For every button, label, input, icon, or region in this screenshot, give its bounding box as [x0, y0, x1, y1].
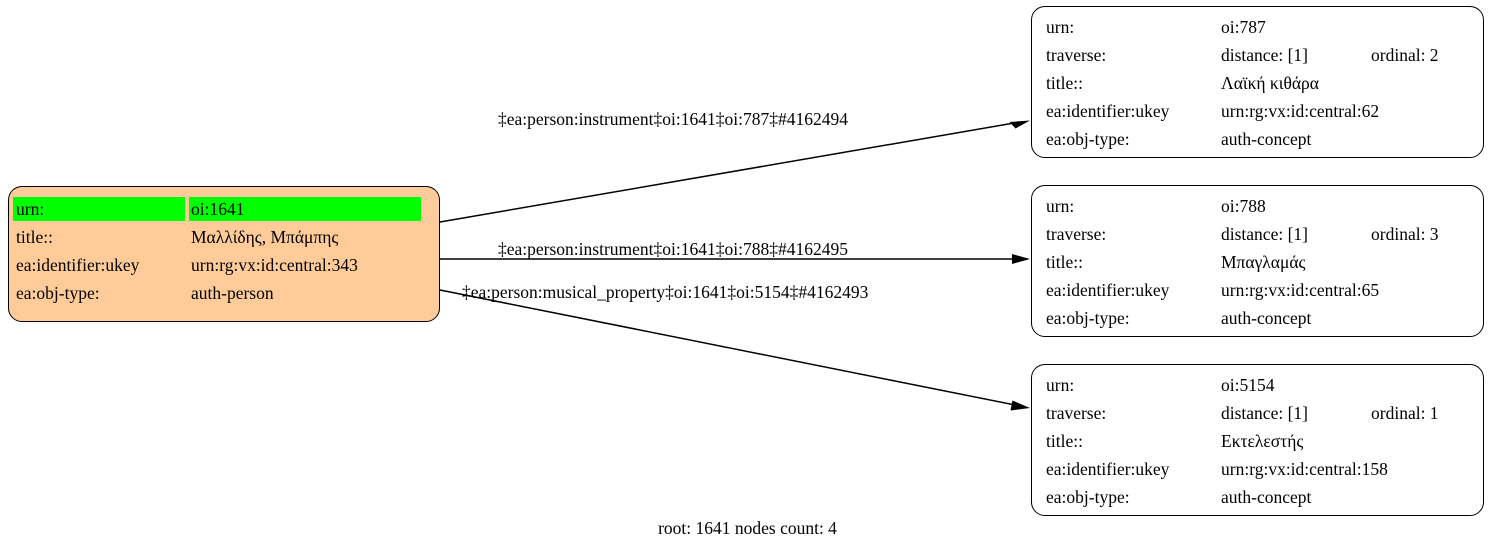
row-value: urn:rg:vx:id:central:343 — [191, 255, 358, 275]
row-value: distance: [1] — [1221, 45, 1308, 65]
row-key: urn: — [16, 199, 45, 219]
table-row: traverse: distance: [1] ordinal: 3 — [1032, 220, 1483, 248]
edge-to-oi-787[interactable] — [439, 120, 1030, 223]
highlight-value-cell — [189, 197, 421, 221]
row-key: ea:identifier:ukey — [1046, 101, 1170, 121]
node-oi-787-rows: urn: oi:787 traverse: distance: [1] ordi… — [1032, 7, 1483, 157]
row-key: title:: — [1046, 73, 1083, 93]
table-row: title:: Μαλλίδης, Μπάμπης — [9, 223, 439, 251]
row-value: auth-concept — [1221, 129, 1312, 149]
row-value: distance: [1] — [1221, 403, 1308, 423]
row-key: ea:obj-type: — [16, 283, 100, 303]
row-extra: ordinal: 3 — [1371, 224, 1439, 244]
table-row: traverse: distance: [1] ordinal: 1 — [1032, 399, 1483, 427]
table-row: urn: oi:788 — [1032, 192, 1483, 220]
row-value: auth-concept — [1221, 487, 1312, 507]
row-value: oi:5154 — [1221, 375, 1275, 395]
row-value: oi:787 — [1221, 17, 1266, 37]
row-key: urn: — [1046, 196, 1075, 216]
row-key: ea:obj-type: — [1046, 129, 1130, 149]
node-root-rows: urn: oi:1641 title:: Μαλλίδης, Μπάμπης e… — [9, 187, 439, 321]
row-value: urn:rg:vx:id:central:65 — [1221, 280, 1380, 300]
row-key: ea:identifier:ukey — [16, 255, 140, 275]
node-oi-787[interactable]: urn: oi:787 traverse: distance: [1] ordi… — [1031, 6, 1484, 158]
graph-footer-caption: root: 1641 nodes count: 4 — [658, 518, 837, 538]
row-key: traverse: — [1046, 45, 1107, 65]
table-row: ea:identifier:ukey urn:rg:vx:id:central:… — [1032, 276, 1483, 304]
edge-to-oi-5154[interactable] — [439, 289, 1030, 411]
table-row: urn: oi:5154 — [1032, 371, 1483, 399]
row-key: traverse: — [1046, 224, 1107, 244]
row-value: Μπαγλαμάς — [1221, 252, 1306, 272]
node-oi-5154-rows: urn: oi:5154 traverse: distance: [1] ord… — [1032, 365, 1483, 515]
row-key: ea:identifier:ukey — [1046, 280, 1170, 300]
table-row: ea:identifier:ukey urn:rg:vx:id:central:… — [1032, 455, 1483, 483]
row-value: urn:rg:vx:id:central:158 — [1221, 459, 1388, 479]
row-key: ea:obj-type: — [1046, 308, 1130, 328]
row-key: ea:identifier:ukey — [1046, 459, 1170, 479]
row-key: title:: — [16, 227, 53, 247]
row-value: auth-person — [191, 283, 274, 303]
row-extra: ordinal: 2 — [1371, 45, 1439, 65]
table-row: title:: Εκτελεστής — [1032, 427, 1483, 455]
table-row: ea:obj-type: auth-concept — [1032, 483, 1483, 511]
row-value: distance: [1] — [1221, 224, 1308, 244]
table-row: urn: oi:1641 — [9, 195, 439, 223]
node-oi-788[interactable]: urn: oi:788 traverse: distance: [1] ordi… — [1031, 185, 1484, 337]
table-row: ea:obj-type: auth-concept — [1032, 304, 1483, 332]
row-value: Μαλλίδης, Μπάμπης — [191, 227, 339, 247]
table-row: title:: Μπαγλαμάς — [1032, 248, 1483, 276]
row-key: traverse: — [1046, 403, 1107, 423]
table-row: traverse: distance: [1] ordinal: 2 — [1032, 41, 1483, 69]
row-key: urn: — [1046, 375, 1075, 395]
highlight-key-cell — [13, 197, 185, 221]
table-row: ea:obj-type: auth-person — [9, 279, 439, 307]
row-key: title:: — [1046, 431, 1083, 451]
row-key: ea:obj-type: — [1046, 487, 1130, 507]
node-root-oi-1641[interactable]: urn: oi:1641 title:: Μαλλίδης, Μπάμπης e… — [8, 186, 440, 322]
table-row: title:: Λαϊκή κιθάρα — [1032, 69, 1483, 97]
row-value: Λαϊκή κιθάρα — [1221, 73, 1319, 93]
row-extra: ordinal: 1 — [1371, 403, 1439, 423]
row-value: urn:rg:vx:id:central:62 — [1221, 101, 1380, 121]
node-oi-788-rows: urn: oi:788 traverse: distance: [1] ordi… — [1032, 186, 1483, 336]
row-value: auth-concept — [1221, 308, 1312, 328]
row-key: title:: — [1046, 252, 1083, 272]
row-key: urn: — [1046, 17, 1075, 37]
table-row: ea:obj-type: auth-concept — [1032, 125, 1483, 153]
table-row: urn: oi:787 — [1032, 13, 1483, 41]
row-value: oi:1641 — [191, 199, 245, 219]
row-value: Εκτελεστής — [1221, 431, 1304, 451]
row-value: oi:788 — [1221, 196, 1266, 216]
node-oi-5154[interactable]: urn: oi:5154 traverse: distance: [1] ord… — [1031, 364, 1484, 516]
table-row: ea:identifier:ukey urn:rg:vx:id:central:… — [9, 251, 439, 279]
table-row: ea:identifier:ukey urn:rg:vx:id:central:… — [1032, 97, 1483, 125]
edge-label-oi-5154: ‡ea:person:musical_property‡oi:1641‡oi:5… — [462, 282, 869, 302]
edge-label-oi-788: ‡ea:person:instrument‡oi:1641‡oi:788‡#41… — [498, 239, 848, 259]
edge-label-oi-787: ‡ea:person:instrument‡oi:1641‡oi:787‡#41… — [498, 109, 848, 129]
